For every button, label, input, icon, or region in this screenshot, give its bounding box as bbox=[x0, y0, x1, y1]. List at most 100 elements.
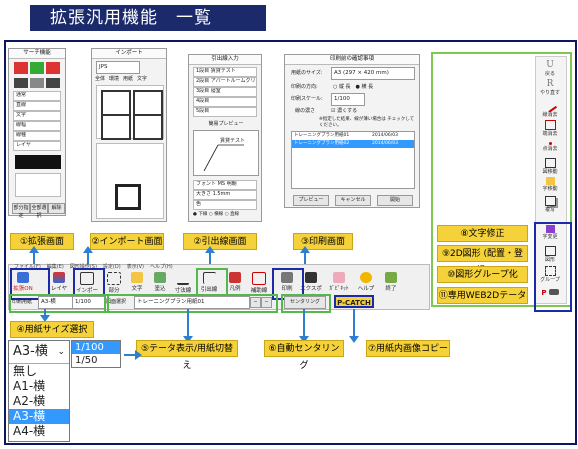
drawing-select-combo[interactable]: トレーニングプラン用紙01 bbox=[134, 296, 250, 309]
arrow-up-4 bbox=[300, 246, 310, 268]
paper-option-a4[interactable]: A4-横 bbox=[13, 424, 46, 438]
figure-move-button[interactable]: 図移動 bbox=[537, 157, 563, 175]
help-icon bbox=[360, 272, 372, 283]
kakucho-row-3[interactable]: 文字 bbox=[13, 111, 61, 121]
leader-icon bbox=[202, 272, 216, 284]
import-tab-4[interactable]: 文字 bbox=[137, 76, 148, 82]
text-move-button[interactable]: 字移動 bbox=[537, 176, 563, 194]
chevron-down-icon: ⌄ bbox=[57, 347, 65, 357]
hikidashi-field-3[interactable]: 色 bbox=[193, 200, 257, 210]
scale-option-100[interactable]: 1/100 bbox=[72, 341, 120, 354]
toolbar-exit-button[interactable]: 終了 bbox=[380, 270, 402, 296]
text-icon bbox=[131, 272, 143, 283]
kakucho-row-1[interactable]: 通常 bbox=[13, 91, 61, 101]
menu-view[interactable]: 表示(V) bbox=[126, 264, 145, 270]
kakucho-swatch bbox=[15, 155, 61, 169]
hikidashi-radio-1[interactable]: 下線 bbox=[198, 212, 208, 217]
import-thumb-list[interactable] bbox=[96, 143, 164, 219]
hikidashi-option-1[interactable]: 1段目 賃貸テスト bbox=[193, 67, 257, 77]
pcatch-button[interactable]: P-CATCH bbox=[334, 295, 374, 308]
import-tab-1[interactable]: 全体 bbox=[95, 76, 106, 82]
content-frame bbox=[4, 40, 577, 445]
hikidashi-field-2[interactable]: 大きさ 1.5mm bbox=[193, 190, 257, 200]
toolbar-partial-button[interactable]: 部分 bbox=[103, 270, 125, 296]
prev-drawing-button[interactable]: − bbox=[250, 297, 261, 308]
paper-option-a3[interactable]: A3-横 bbox=[9, 409, 69, 424]
line-erase-icon bbox=[543, 99, 557, 113]
centering-button[interactable]: センタリング bbox=[284, 296, 326, 309]
toolbar-fill-button[interactable]: 塗込 bbox=[149, 270, 171, 296]
hikidashi-option-3[interactable]: 3段目 寝室 bbox=[193, 87, 257, 97]
hikidashi-field-1[interactable]: フォント MS 明朝 bbox=[193, 180, 257, 190]
toolbar-dimension-button[interactable]: 寸法線 bbox=[172, 270, 194, 296]
scale-option-50[interactable]: 1/50 bbox=[75, 355, 98, 366]
hikidashi-option-2[interactable]: 2段目 アパートルームクリア bbox=[193, 77, 257, 87]
toolbar-help-button[interactable]: ヘルプ bbox=[355, 270, 377, 296]
paper-option-a2[interactable]: A2-横 bbox=[13, 394, 46, 408]
print-scale-combo[interactable]: 1/100 bbox=[331, 93, 365, 106]
menu-help[interactable]: ヘルプ(H) bbox=[150, 264, 173, 270]
kakucho-button-3[interactable]: 解除 bbox=[48, 203, 65, 214]
kakucho-row-6[interactable]: レイヤ bbox=[13, 141, 61, 151]
menu-file[interactable]: ファイル(F) bbox=[14, 264, 41, 270]
paper-option-none[interactable]: 無し bbox=[13, 364, 38, 378]
print-preview-button[interactable]: プレビュー bbox=[293, 195, 329, 206]
web2d-button[interactable]: P bbox=[537, 286, 563, 302]
kakucho-panel-title: サーチ機能 bbox=[9, 49, 65, 59]
print-orient-landscape[interactable]: 横 長 bbox=[361, 84, 374, 90]
toolbar-guide-button[interactable]: 補助線 bbox=[248, 270, 270, 296]
print-orient-label: 印刷の方向: bbox=[291, 84, 318, 90]
next-drawing-button[interactable]: − bbox=[261, 297, 272, 308]
print-paper-combo[interactable]: A3 (297 × 420 mm) bbox=[331, 67, 415, 80]
toolbar-kakucho-button[interactable]: 拡張ON bbox=[12, 270, 34, 296]
print-orient-portrait[interactable]: 縦 長 bbox=[338, 84, 351, 90]
hikidashi-radio-2[interactable]: 横線 bbox=[214, 212, 224, 217]
print-check[interactable]: ☑ 濃くする bbox=[331, 108, 358, 114]
hikidashi-radios: ● 下線 ○ 横線 ○ 直線 bbox=[193, 212, 239, 217]
line-erase-button[interactable]: 線消去 bbox=[537, 99, 563, 118]
import-tab-2[interactable]: 環境 bbox=[109, 76, 120, 82]
paper-option-a1[interactable]: A1-横 bbox=[13, 379, 46, 393]
hikidashi-option-5[interactable]: 5段目 bbox=[193, 107, 257, 117]
kakucho-row-2[interactable]: 直線 bbox=[13, 101, 61, 111]
print-start-button[interactable]: 開始 bbox=[377, 195, 413, 206]
import-tab-3[interactable]: 用紙 bbox=[123, 76, 134, 82]
figure-button[interactable]: 図形 bbox=[537, 245, 563, 263]
toolbar-print-button[interactable]: 印刷 bbox=[276, 270, 298, 296]
copy-button[interactable]: 複写 bbox=[537, 195, 563, 213]
toolbar-layer-button[interactable]: レイヤ bbox=[48, 270, 70, 296]
group-button[interactable]: グループ bbox=[537, 265, 563, 283]
highlight-paper-combos bbox=[9, 294, 109, 313]
menu-settings[interactable]: 設定(D) bbox=[102, 264, 121, 270]
menu-edit[interactable]: 編集(E) bbox=[46, 264, 64, 270]
print-paper-label: 用紙のサイズ: bbox=[291, 70, 323, 76]
scale-dropdown[interactable]: 1/100 1/50 bbox=[71, 340, 121, 368]
print-cancel-button[interactable]: キャンセル bbox=[335, 195, 371, 206]
toolbar-text-button[interactable]: 文字 bbox=[126, 270, 148, 296]
hikidashi-option-4[interactable]: 4段目 bbox=[193, 97, 257, 107]
paper-dropdown[interactable]: A3-横 ⌄ 無し A1-横 A2-横 A3-横 A4-横 bbox=[8, 340, 70, 442]
kakucho-button-1[interactable]: 部分指定 bbox=[12, 203, 30, 219]
import-combo[interactable]: JPS bbox=[96, 61, 140, 74]
kakucho-button-2[interactable]: 全部選択 bbox=[30, 203, 48, 219]
end-erase-button[interactable]: 端消去 bbox=[537, 119, 563, 137]
figure-icon bbox=[544, 246, 556, 256]
text-change-button[interactable]: 字変更 bbox=[537, 224, 563, 242]
toolbar-gapikit-button[interactable]: ｶﾞﾋﾟｷｯﾄ bbox=[328, 270, 350, 296]
kakucho-row-4[interactable]: 線幅 bbox=[13, 121, 61, 131]
label-zukei2d: ⑨2D図形 (配置・登録) bbox=[437, 245, 528, 276]
kakucho-row-5[interactable]: 線種 bbox=[13, 131, 61, 141]
paper-dropdown-selected[interactable]: A3-横 ⌄ bbox=[9, 341, 69, 364]
legend-icon bbox=[229, 272, 241, 283]
hikidashi-radio-3[interactable]: 直線 bbox=[229, 212, 239, 217]
import-thumb-grid[interactable] bbox=[96, 85, 164, 140]
menu-figure[interactable]: 図形操作(S) bbox=[69, 264, 97, 270]
point-erase-button[interactable]: 点消去 bbox=[537, 138, 563, 156]
toolbar-legend-button[interactable]: 凡例 bbox=[224, 270, 246, 296]
toolbar-leader-button[interactable]: 引出線 bbox=[198, 270, 220, 296]
